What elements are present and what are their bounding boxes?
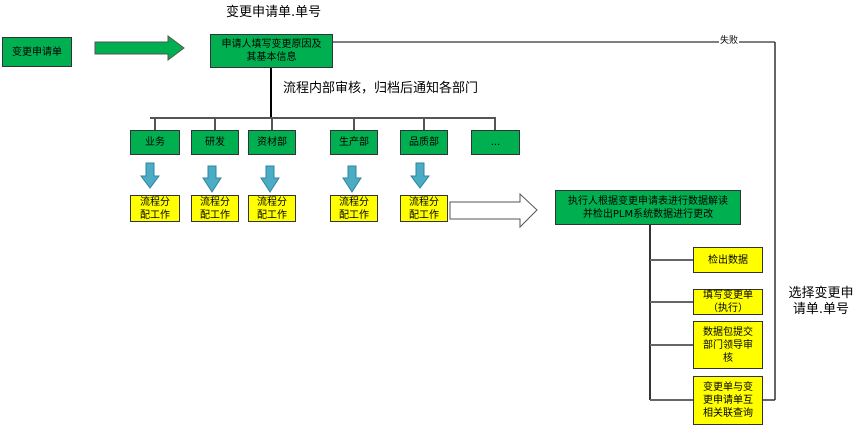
step-checkout: 检出数据 [693,247,763,273]
top-label: 变更申请单.单号 [226,5,322,20]
applicant-node: 申请人填写变更原因及其基本信息 [210,34,333,68]
down-arrow-icon [202,165,222,193]
down-arrow-icon [260,165,280,193]
step-fill-form: 填写变更单（执行） [693,289,763,315]
hollow-arrow [449,192,538,229]
down-arrow-icon [342,165,362,193]
down-arrow-icon [410,162,430,189]
down-arrow-icon [140,162,160,189]
dept-quality: 品质部 [400,130,448,155]
assign-node: 流程分配工作 [248,195,296,222]
review-label: 流程内部审核，归档后通知各部门 [283,81,479,96]
step-link-query: 变更单与变更申请单互相关联查询 [693,376,763,425]
right-label: 选择变更申请单.单号 [788,286,854,317]
dept-more: ... [471,130,520,155]
assign-node: 流程分配工作 [400,195,448,222]
dept-business: 业务 [130,130,180,155]
down-arrows [140,162,430,193]
dept-production: 生产部 [330,130,378,155]
start-node: 变更申请单 [2,37,72,67]
dept-rnd: 研发 [191,130,239,155]
step-submit-review: 数据包提交部门领导审核 [693,321,763,369]
assign-node: 流程分配工作 [130,195,180,222]
assign-node: 流程分配工作 [330,195,378,222]
executor-node: 执行人根据变更申请表进行数据解读并检出PLM系统数据进行更改 [555,190,741,225]
right-arrow [94,35,185,61]
assign-node: 流程分配工作 [191,195,239,222]
reject-label: 失败 [719,36,740,47]
dept-materials: 资材部 [248,130,296,155]
